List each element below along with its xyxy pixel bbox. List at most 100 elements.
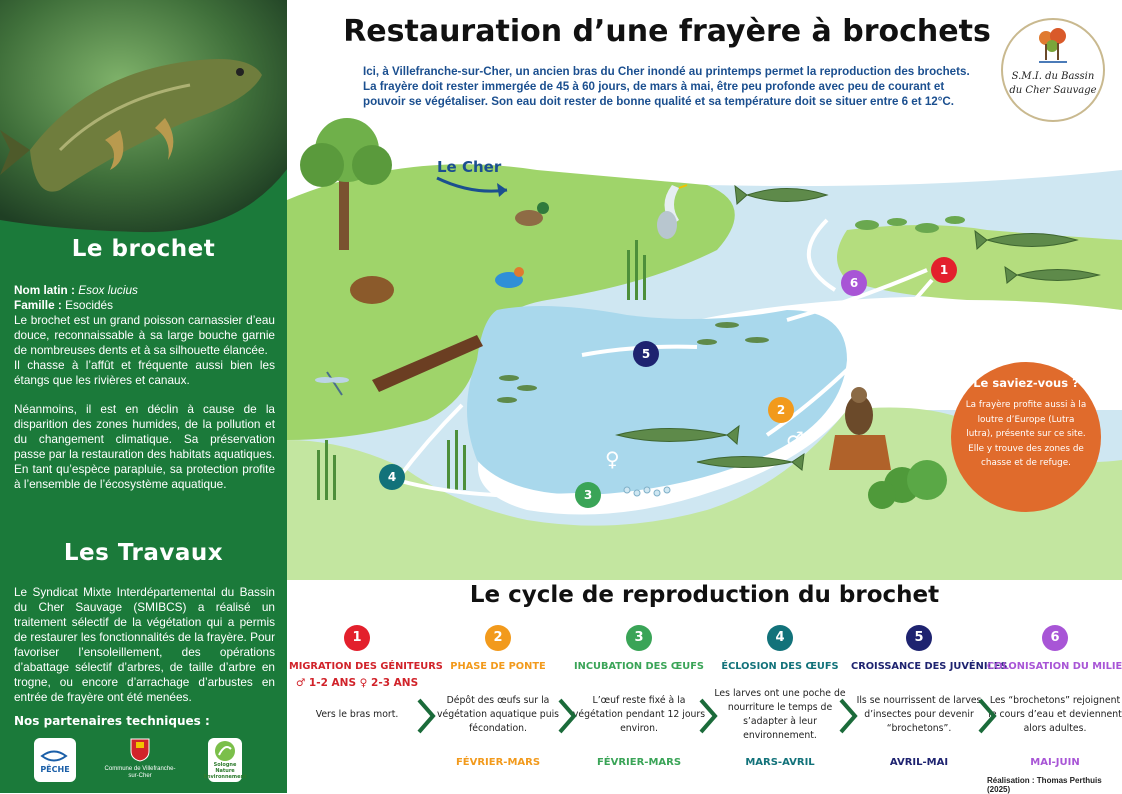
fishing-federation-logo: PÊCHE bbox=[34, 738, 76, 782]
lily-pads-icon bbox=[855, 216, 965, 233]
family-value: Esocidés bbox=[65, 298, 114, 312]
step-4-period: MARS-AVRIL bbox=[745, 757, 815, 768]
pike-icon-3 bbox=[1004, 265, 1101, 284]
female-symbol: ♀ bbox=[605, 447, 620, 471]
map-marker-3 bbox=[575, 482, 601, 508]
log-icon bbox=[372, 335, 483, 392]
step-3-description: L’œuf reste fixé à la végétation pendant… bbox=[572, 695, 706, 734]
partners-title: Nos partenaires techniques : bbox=[14, 714, 210, 728]
duck-icon bbox=[515, 210, 543, 226]
duck-head-icon bbox=[537, 202, 549, 214]
step-2-description: Dépôt des œufs sur la végétation aquatiq… bbox=[436, 695, 560, 734]
cycle-step-2: 2 PHASE DE PONTE bbox=[430, 625, 566, 673]
step-2-title: PHASE DE PONTE bbox=[450, 661, 546, 672]
partner-2-label: Commune de Villefranche-sur-Cher bbox=[104, 766, 176, 779]
brochet-para2: Il chasse à l’affût et fréquente aussi b… bbox=[14, 358, 275, 387]
cycle-step-4: 4 ÉCLOSION DES ŒUFS bbox=[712, 625, 848, 673]
river-label: Le Cher bbox=[437, 158, 502, 176]
step-5-description: Ils se nourrissent de larves d’insectes … bbox=[856, 695, 982, 734]
did-you-know-bubble: Le saviez-vous ? La frayère profite auss… bbox=[951, 362, 1101, 512]
step-4-description: Les larves ont une poche de nourriture l… bbox=[714, 688, 846, 741]
step-3-period: FÉVRIER-MARS bbox=[596, 757, 682, 768]
section-title-travaux: Les Travaux bbox=[63, 540, 224, 566]
pond bbox=[467, 306, 847, 495]
cycle-title: Le cycle de reproduction du brochet bbox=[469, 582, 940, 608]
did-you-know-text: La frayère profite aussi à la loutre d’E… bbox=[965, 400, 1087, 468]
smi-logo: S.M.I. du Bassin du Cher Sauvage bbox=[1001, 18, 1105, 122]
pike-icon-male bbox=[696, 452, 805, 471]
chevron-right-icon bbox=[417, 698, 436, 734]
leaf-icon bbox=[215, 741, 235, 761]
frayere-illustration: Le Cher 1 2 3 4 5 6 ♀ ♂ bbox=[287, 118, 1122, 580]
heron-icon bbox=[657, 184, 688, 239]
step-5-title: CROISSANCE DES JUVÉNILES bbox=[851, 661, 1008, 672]
step-2-period: FÉVRIER-MARS bbox=[455, 757, 541, 768]
section-title-brochet: Le brochet bbox=[71, 236, 216, 262]
arrowhead-icon bbox=[497, 183, 507, 197]
step-1-description: Vers le bras mort. bbox=[315, 709, 399, 720]
pike-icon-female bbox=[615, 424, 740, 446]
step-6-title: COLONISATION DU MILIEU bbox=[987, 661, 1122, 672]
cycle-step-6: 6 COLONISATION DU MILIEU bbox=[987, 625, 1122, 673]
tree-icon bbox=[300, 118, 392, 250]
dragonfly-icon bbox=[315, 371, 349, 396]
fish-icon bbox=[40, 750, 68, 761]
step-1-age: ♂ 1-2 ANS ♀ 2-3 ANS bbox=[295, 677, 419, 689]
bush-icon bbox=[868, 460, 947, 509]
step-6-number: 6 bbox=[1042, 625, 1068, 651]
step-3-number: 3 bbox=[626, 625, 652, 651]
latin-value: Esox lucius bbox=[78, 283, 138, 297]
intro-text: Ici, à Villefranche-sur-Cher, un ancien … bbox=[363, 65, 970, 108]
map-marker-5-label: 5 bbox=[642, 347, 650, 361]
step-5-number: 5 bbox=[906, 625, 932, 651]
partner-1-label: PÊCHE bbox=[40, 764, 70, 774]
juvenile-fish-icon bbox=[497, 322, 769, 403]
credit-text: Réalisation : Thomas Perthuis (2025) bbox=[987, 776, 1102, 794]
logo-line1: S.M.I. du Bassin bbox=[1011, 71, 1095, 82]
pike-icon-2 bbox=[974, 229, 1079, 251]
step-3-title: INCUBATION DES ŒUFS bbox=[574, 661, 704, 672]
brochet-para3: Néanmoins, il est en déclin à cause de l… bbox=[14, 402, 276, 491]
cycle-step-3: 3 INCUBATION DES ŒUFS bbox=[571, 625, 707, 673]
travaux-text: Le Syndicat Mixte Interdépartemental du … bbox=[14, 585, 275, 704]
crest-icon bbox=[130, 738, 150, 762]
male-symbol: ♂ bbox=[786, 427, 804, 451]
step-1-title: MIGRATION DES GÉNITEURS bbox=[289, 661, 443, 672]
step-4-title: ÉCLOSION DES ŒUFS bbox=[721, 661, 839, 672]
town-crest-logo: Commune de Villefranche-sur-Cher bbox=[102, 738, 178, 780]
kingfisher-icon bbox=[495, 267, 524, 288]
map-marker-4-label: 4 bbox=[388, 470, 396, 484]
map-marker-5 bbox=[633, 341, 659, 367]
main-panel: Restauration d’une frayère à brochets Ic… bbox=[287, 0, 1122, 794]
trees-icon bbox=[1039, 28, 1067, 63]
chevron-right-icon bbox=[699, 698, 718, 734]
step-6-description: Les “brochetons” rejoignent le cours d’e… bbox=[988, 695, 1122, 734]
cycle-step-1: 1 MIGRATION DES GÉNITEURS ♂ 1-2 ANS ♀ 2-… bbox=[289, 625, 443, 689]
eggs-icon bbox=[623, 486, 671, 497]
beaver-icon bbox=[350, 276, 394, 304]
cycle-step-5: 5 CROISSANCE DES JUVÉNILES bbox=[851, 625, 1008, 673]
step-2-number: 2 bbox=[485, 625, 511, 651]
chevron-right-icon bbox=[558, 698, 577, 734]
page-title: Restauration d’une frayère à brochets bbox=[343, 14, 991, 49]
map-marker-3-label: 3 bbox=[584, 488, 592, 502]
step-4-number: 4 bbox=[767, 625, 793, 651]
map-marker-1-label: 1 bbox=[940, 263, 948, 277]
otter-icon bbox=[829, 387, 891, 470]
did-you-know-title: Le saviez-vous ? bbox=[973, 376, 1079, 390]
sologne-nature-logo: Sologne Nature Environnement bbox=[204, 738, 246, 782]
info-sidebar: Le brochet Nom latin : Esox lucius Famil… bbox=[0, 0, 287, 793]
map-marker-6-label: 6 bbox=[850, 276, 858, 290]
step-6-period: MAI-JUIN bbox=[1030, 757, 1080, 768]
reeds-icon bbox=[317, 240, 646, 500]
chevron-right-icon bbox=[839, 698, 858, 734]
map-marker-4 bbox=[379, 464, 405, 490]
brochet-para1: Le brochet est un grand poisson carnassi… bbox=[14, 313, 275, 357]
latin-label: Nom latin : bbox=[14, 283, 79, 297]
meadow-bottom bbox=[287, 407, 1122, 580]
logo-line2: du Cher Sauvage bbox=[1009, 85, 1097, 96]
map-marker-6 bbox=[841, 270, 867, 296]
meadow-right bbox=[837, 225, 1122, 310]
pike-icon-1 bbox=[734, 184, 829, 206]
family-label: Famille : bbox=[14, 298, 66, 312]
